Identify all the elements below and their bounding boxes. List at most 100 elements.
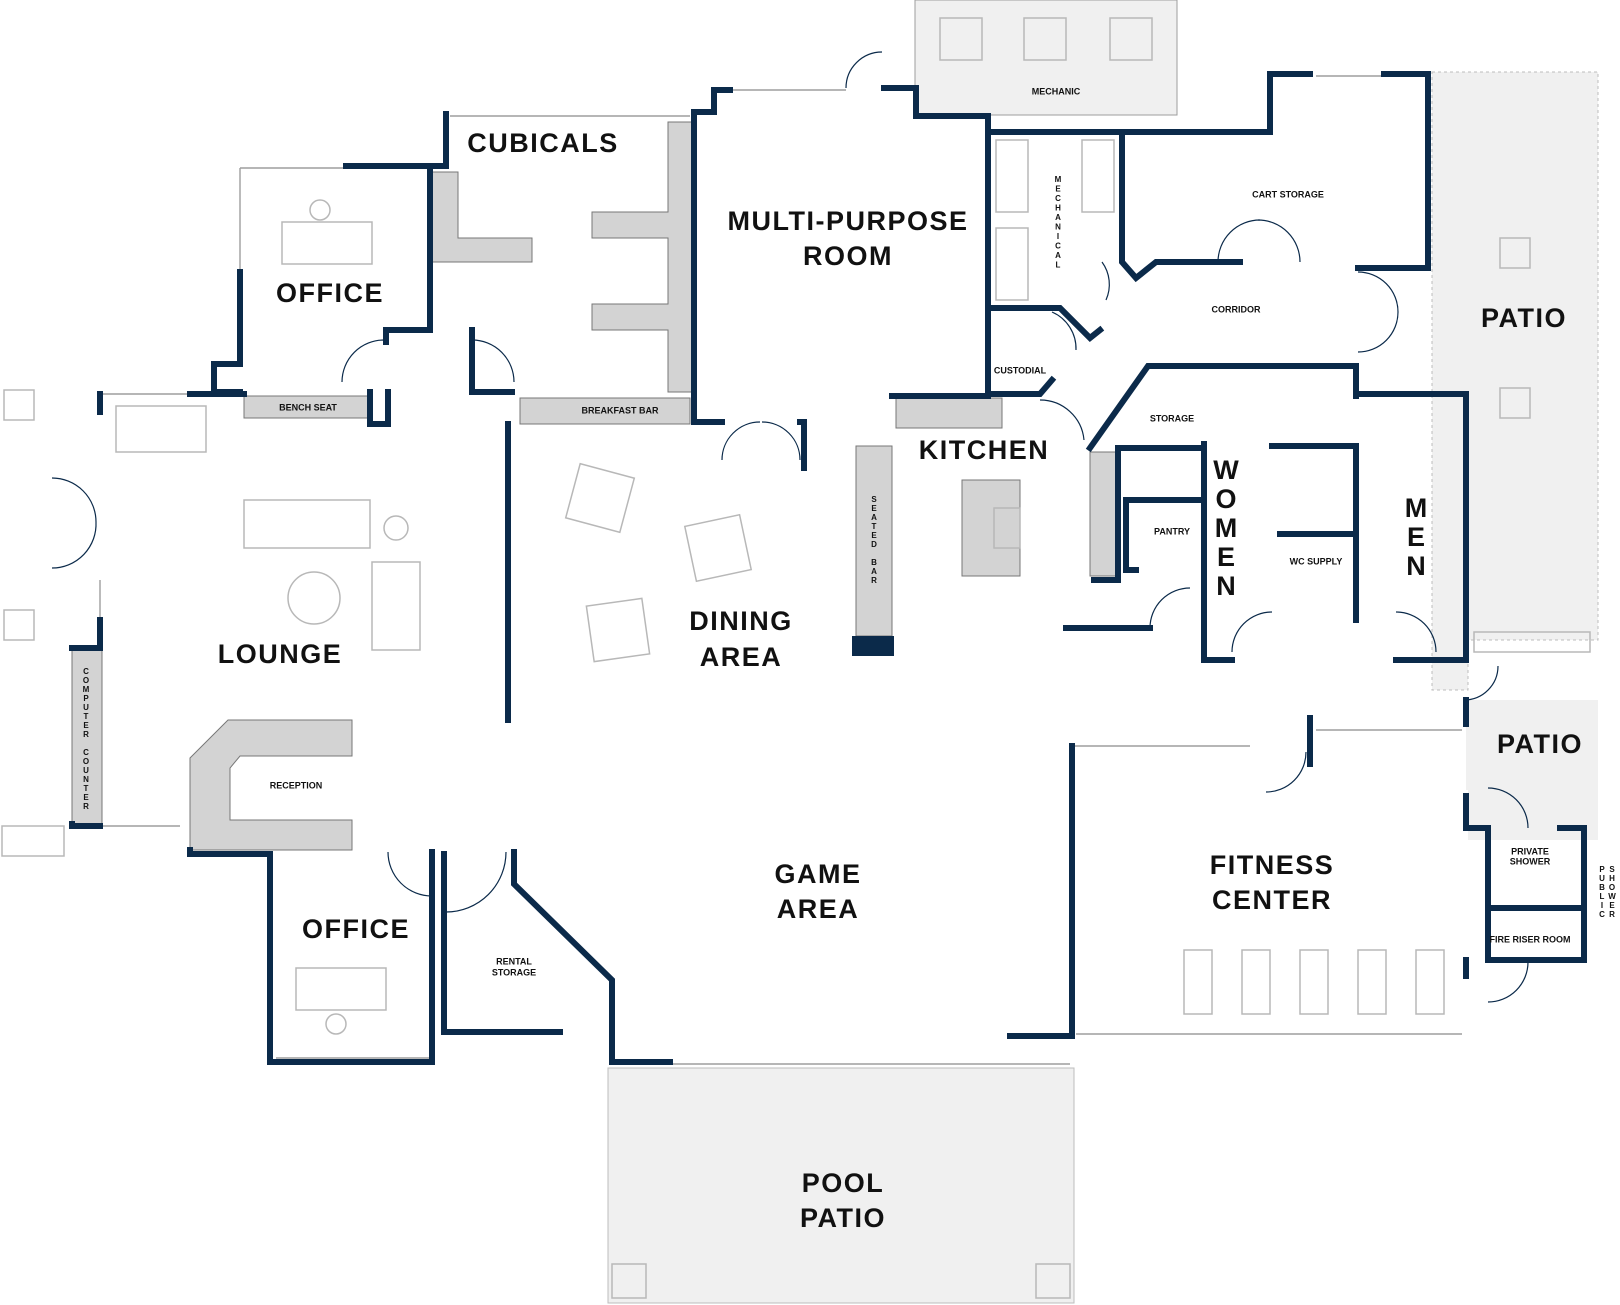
label-kitchen: KITCHEN	[919, 435, 1050, 465]
label-fitness-2: CENTER	[1212, 885, 1332, 915]
wall-rental-diagonal	[511, 849, 673, 1065]
door-cart-1	[1217, 219, 1261, 263]
lounge-sofa-top	[115, 405, 207, 453]
label-dining-2: AREA	[700, 642, 783, 672]
door-corridor-right	[1357, 271, 1399, 313]
door-multi-right	[761, 421, 801, 461]
label-lounge: LOUNGE	[218, 639, 343, 669]
mechanic-yard	[914, 0, 1178, 116]
mechanic-unit-1	[939, 17, 983, 61]
reception-desk	[189, 719, 353, 851]
label-multi-purpose-2: ROOM	[803, 241, 893, 271]
door-cart-2	[1257, 219, 1301, 263]
kitchen-sink-counter	[1089, 451, 1119, 577]
lounge-sofa-mid	[243, 499, 371, 549]
wall-game-right	[1007, 743, 1075, 1039]
wall-lounge-left-bottom	[69, 821, 103, 829]
wall-women-left	[1201, 441, 1235, 663]
office-top-chair	[309, 199, 331, 221]
wall-restroom-top	[1085, 363, 1359, 453]
patio-right-area	[1431, 71, 1599, 691]
treadmill-1	[1183, 949, 1213, 1015]
label-bench-seat: BENCH SEAT	[279, 402, 337, 412]
patio-mid-area	[1466, 700, 1598, 840]
door-swings	[51, 51, 1529, 1003]
door-women	[1231, 611, 1273, 653]
pool-column-2	[1035, 1263, 1071, 1299]
wall-restroom-kitchen	[1091, 445, 1121, 583]
wall-office-bottom	[187, 847, 435, 1065]
label-rental-storage-1: RENTAL	[496, 956, 532, 966]
label-patio-right: PATIO	[1481, 303, 1567, 333]
door-fire-riser	[1487, 961, 1529, 1003]
wall-multi-left	[691, 109, 725, 425]
mechanical-unit-2	[1081, 139, 1115, 213]
label-fire-riser: FIRE RISER ROOM	[1489, 934, 1570, 944]
door-office-bottom	[387, 851, 433, 897]
cubical-desk-left	[431, 171, 533, 263]
cubical-desk-right	[591, 121, 693, 393]
kitchen-counter	[895, 397, 1003, 429]
walls	[69, 71, 1587, 1065]
patio-column-1	[1499, 237, 1531, 269]
furniture	[1, 17, 1591, 1299]
treadmill-3	[1299, 949, 1329, 1015]
label-private-shower-2: SHOWER	[1510, 856, 1551, 866]
fixtures	[71, 121, 1119, 851]
treadmill-4	[1357, 949, 1387, 1015]
label-private-shower-1: PRIVATE	[1511, 846, 1549, 856]
lounge-table	[287, 571, 341, 625]
label-rental-storage-2: STORAGE	[492, 967, 536, 977]
door-fitness	[1265, 751, 1307, 793]
door-pantry	[1149, 587, 1191, 629]
door-corridor-right-2	[1357, 311, 1399, 353]
seated-bar-fixture	[855, 445, 893, 637]
wall-cart-top	[1119, 71, 1313, 135]
wall-office-top	[343, 111, 449, 169]
label-fitness-1: FITNESS	[1210, 850, 1335, 880]
treadmill-5	[1415, 949, 1445, 1015]
pool-column-1	[611, 1263, 647, 1299]
treadmill-2	[1241, 949, 1271, 1015]
dining-table-1	[564, 462, 636, 534]
patio-column-2	[1499, 387, 1531, 419]
mechanical-unit-3	[995, 227, 1029, 301]
label-pantry: PANTRY	[1154, 526, 1190, 536]
patio-bench	[1473, 631, 1591, 653]
dining-table-2	[683, 513, 753, 583]
stove	[993, 507, 1021, 549]
office-bottom-chair	[325, 1013, 347, 1035]
wall-bench-end	[367, 389, 391, 427]
door-cubicals	[471, 339, 515, 383]
door-mech	[1101, 261, 1110, 301]
kitchen-island	[961, 479, 1021, 577]
label-wc-supply: WC SUPPLY	[1290, 556, 1343, 566]
label-game-area-2: AREA	[777, 894, 860, 924]
office-top-desk	[281, 221, 373, 265]
door-rental	[445, 851, 507, 913]
seated-bar-end	[852, 636, 894, 656]
mechanic-unit-2	[1023, 17, 1067, 61]
wall-mech-block	[985, 129, 1243, 283]
door-office-top	[341, 339, 385, 383]
office-bottom-desk	[295, 967, 387, 1011]
door-top	[845, 51, 883, 89]
dining-table-3	[585, 597, 651, 663]
wall-multi-top-right	[881, 85, 991, 119]
wall-fitness-right-2	[1463, 793, 1491, 831]
wall-multi-top	[691, 87, 733, 115]
patio-areas	[607, 0, 1599, 1304]
label-pool-patio-2: PATIO	[800, 1203, 886, 1233]
label-office-bottom: OFFICE	[302, 914, 410, 944]
label-multi-purpose-1: MULTI-PURPOSE	[728, 206, 969, 236]
door-lounge-1	[51, 477, 97, 523]
door-lounge-2	[51, 521, 97, 569]
mechanical-unit-1	[995, 139, 1029, 213]
door-multi-left	[721, 421, 761, 461]
